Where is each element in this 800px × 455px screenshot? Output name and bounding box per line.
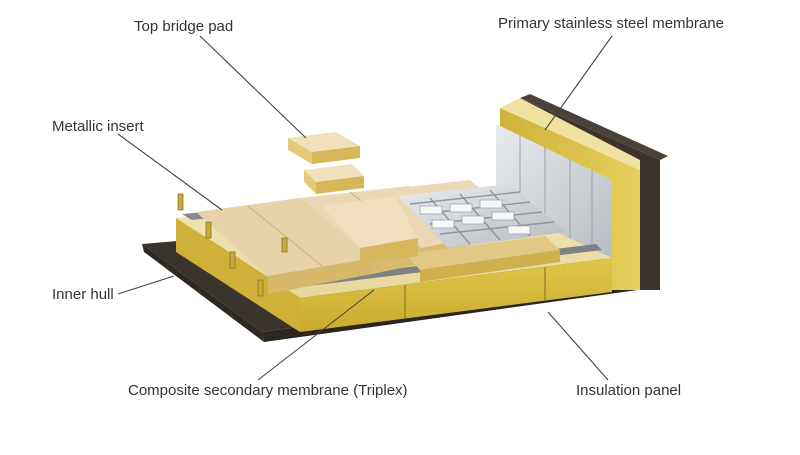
leader-inner-hull	[117, 275, 175, 295]
leader-insulation-panel	[547, 311, 609, 381]
raised-panel	[322, 196, 418, 264]
floor-steel-membrane	[398, 184, 566, 248]
top-bridge-pad-upper	[288, 132, 360, 164]
metallic-inserts	[177, 193, 288, 297]
label-top-bridge-pad: Top bridge pad	[134, 18, 234, 35]
leader-metallic-insert	[117, 133, 223, 211]
leader-top-bridge-pad	[199, 35, 307, 139]
top-bridge-pad-lower	[304, 164, 364, 194]
leader-lines	[117, 35, 613, 381]
label-composite-membrane: Composite secondary membrane (Triplex)	[128, 382, 408, 399]
leader-primary-membrane	[544, 35, 613, 131]
leader-composite-membrane	[257, 289, 375, 381]
label-metallic-insert: Metallic insert	[52, 118, 144, 135]
label-inner-hull: Inner hull	[52, 286, 114, 303]
label-primary-membrane: Primary stainless steel membrane	[498, 15, 724, 32]
label-insulation-panel: Insulation panel	[576, 382, 682, 399]
